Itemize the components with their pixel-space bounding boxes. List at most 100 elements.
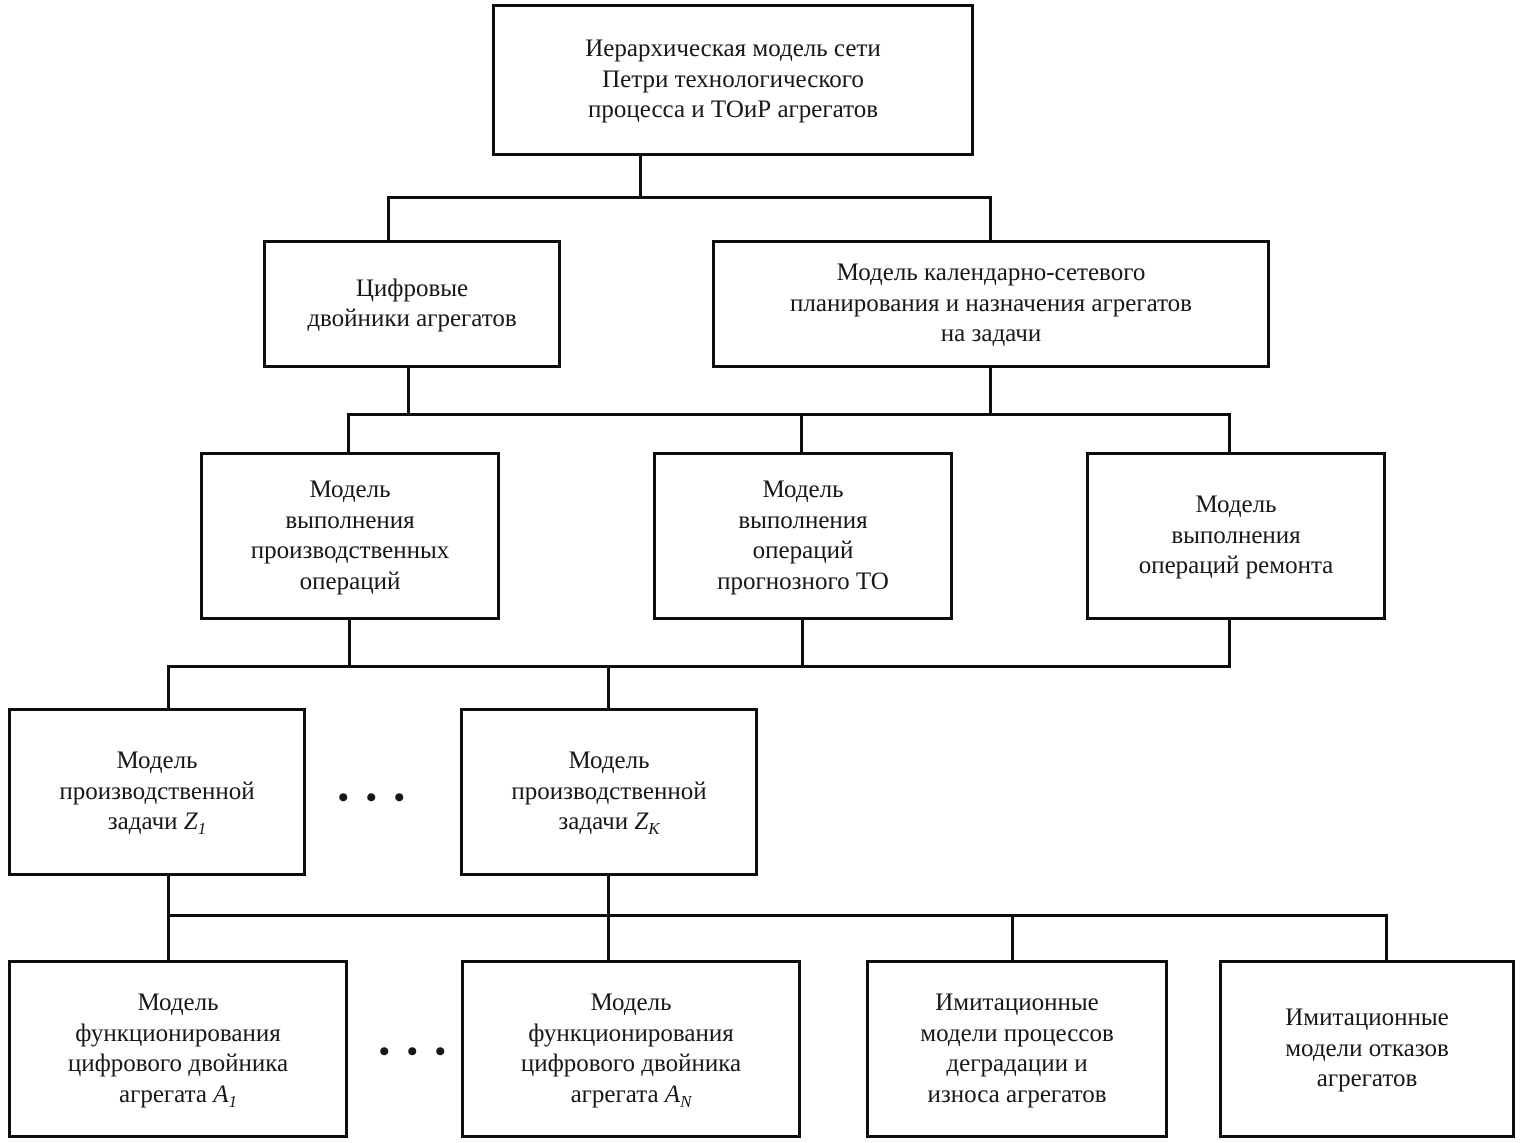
node-twin-a1-prefix: агрегата	[118, 1080, 214, 1108]
ellipsis-level-5: • • •	[379, 1035, 451, 1068]
connector-bus1-to-planning	[989, 196, 992, 242]
connector-bus-level-2-3	[347, 413, 1231, 416]
node-digital-twins-label: Цифровые двойники агрегатов	[274, 274, 550, 335]
node-root-line-3: процесса и ТОиР агрегатов	[587, 96, 879, 124]
connector-repair-operations-down	[1228, 620, 1231, 668]
connector-task-z1-down	[167, 876, 170, 920]
node-task-z1-prefix: задачи	[107, 808, 184, 836]
node-pred-ops-line-1: Модель	[762, 476, 844, 503]
node-failure-line-3: агрегатов	[1316, 1065, 1418, 1093]
node-planning-line-1: Модель календарно-сетевого	[836, 259, 1146, 287]
node-digital-twins-line-1: Цифровые	[355, 274, 469, 302]
node-planning-line-3: на задачи	[940, 320, 1042, 348]
node-digital-twin-an[interactable]: Модель функционирования цифрового двойни…	[461, 960, 801, 1138]
connector-bus2-to-production-operations	[347, 413, 350, 455]
node-calendar-network-planning-label: Модель календарно-сетевого планирования …	[723, 258, 1259, 350]
node-predictive-operations-label: Модель выполнения операций прогнозного Т…	[664, 475, 942, 597]
node-calendar-network-planning[interactable]: Модель календарно-сетевого планирования …	[712, 240, 1270, 368]
node-twin-an-var: A	[664, 1080, 681, 1108]
node-task-z1-sub: 1	[197, 819, 207, 839]
connector-bus3-to-task-zk	[607, 665, 610, 710]
node-failure-line-1: Имитационные	[1285, 1004, 1449, 1032]
node-planning-line-2: планирования и назначения агрегатов	[790, 289, 1192, 317]
node-task-zk-line-3: задачи ZK	[558, 808, 660, 839]
node-degradation-wear-simulation[interactable]: Имитационные модели процессов деградации…	[866, 960, 1168, 1138]
node-twin-a1-line-3: цифрового двойника	[67, 1050, 289, 1077]
node-twin-an-prefix: агрегата	[570, 1080, 665, 1108]
node-production-task-zk[interactable]: Модель производственной задачи ZK	[460, 708, 758, 876]
node-task-zk-line-2: производственной	[511, 777, 707, 805]
node-task-z1-label: Модель производственной задачи Z1	[19, 746, 295, 838]
node-degradation-label: Имитационные модели процессов деградации…	[877, 988, 1157, 1110]
node-prod-ops-line-3: производственных	[250, 537, 450, 564]
connector-bus3-to-task-z1	[167, 665, 170, 710]
node-prod-ops-line-2: выполнения	[285, 506, 415, 534]
node-task-z1-line-2: производственной	[59, 777, 255, 805]
connector-bus-level-1-2	[387, 196, 992, 199]
node-task-zk-line-1: Модель	[568, 747, 650, 775]
node-root-label: Иерархическая модель сети Петри технолог…	[503, 34, 963, 126]
node-pred-ops-line-4: прогнозного ТО	[717, 567, 889, 595]
node-twin-a1-line-1: Модель	[137, 989, 219, 1016]
node-task-zk-label: Модель производственной задачи ZK	[471, 746, 747, 838]
node-production-operations[interactable]: Модель выполнения производственных опера…	[200, 452, 500, 620]
node-twin-an-line-4: агрегата AN	[570, 1080, 692, 1111]
node-predictive-maintenance-operations[interactable]: Модель выполнения операций прогнозного Т…	[653, 452, 953, 620]
ellipsis-level-4: • • •	[338, 781, 410, 814]
node-degradation-line-2: модели процессов	[920, 1019, 1114, 1047]
node-twin-a1-label: Модель функционирования цифрового двойни…	[19, 988, 337, 1110]
node-task-z1-line-3: задачи Z1	[107, 808, 207, 839]
node-task-zk-sub: K	[648, 819, 660, 839]
node-root-line-1: Иерархическая модель сети	[585, 35, 881, 63]
connector-bus-level-4-5	[167, 914, 1388, 917]
node-pred-ops-line-2: выполнения	[738, 506, 868, 534]
node-twin-an-line-3: цифрового двойника	[520, 1050, 742, 1077]
node-degradation-line-4: износа агрегатов	[927, 1080, 1107, 1108]
node-repair-ops-line-1: Модель	[1195, 491, 1277, 519]
node-digital-twin-a1[interactable]: Модель функционирования цифрового двойни…	[8, 960, 348, 1138]
connector-task-zk-down	[607, 876, 610, 920]
connector-bus4-to-degradation	[1011, 914, 1014, 962]
node-root[interactable]: Иерархическая модель сети Петри технолог…	[492, 4, 974, 156]
node-failure-label: Имитационные модели отказов агрегатов	[1230, 1003, 1504, 1095]
node-twin-an-line-2: функционирования	[528, 1019, 734, 1047]
node-digital-twins[interactable]: Цифровые двойники агрегатов	[263, 240, 561, 368]
node-twin-an-sub: N	[680, 1091, 692, 1111]
node-task-z1-line-1: Модель	[116, 747, 198, 775]
node-twin-a1-line-2: функционирования	[75, 1019, 281, 1047]
node-failure-simulation[interactable]: Имитационные модели отказов агрегатов	[1219, 960, 1515, 1138]
connector-bus4-to-failures	[1385, 914, 1388, 962]
node-pred-ops-line-3: операций	[752, 537, 854, 564]
node-prod-ops-line-1: Модель	[309, 476, 391, 503]
connector-predictive-operations-down	[801, 620, 804, 668]
node-task-zk-var: Z	[634, 808, 649, 836]
node-twin-an-label: Модель функционирования цифрового двойни…	[472, 988, 790, 1110]
connector-bus2-to-repair-operations	[1228, 413, 1231, 455]
connector-bus2-to-predictive-operations	[800, 413, 803, 455]
node-task-zk-prefix: задачи	[558, 808, 635, 836]
node-production-operations-label: Модель выполнения производственных опера…	[211, 475, 489, 597]
node-twin-a1-sub: 1	[228, 1091, 238, 1111]
node-repair-ops-line-3: операций ремонта	[1138, 552, 1334, 580]
node-degradation-line-3: деградации и	[946, 1050, 1088, 1077]
node-digital-twins-line-2: двойники агрегатов	[307, 305, 517, 332]
node-twin-an-line-1: Модель	[590, 989, 672, 1016]
connector-bus4-to-twin-an	[607, 914, 610, 962]
connector-bus1-to-digital-twins	[387, 196, 390, 242]
node-degradation-line-1: Имитационные	[935, 989, 1099, 1016]
connector-planning-down	[989, 368, 992, 416]
node-prod-ops-line-4: операций	[299, 567, 401, 595]
connector-root-down	[639, 156, 642, 199]
node-twin-a1-line-4: агрегата A1	[118, 1080, 238, 1111]
node-repair-ops-line-2: выполнения	[1171, 521, 1301, 549]
node-production-task-z1[interactable]: Модель производственной задачи Z1	[8, 708, 306, 876]
node-repair-operations-label: Модель выполнения операций ремонта	[1097, 490, 1375, 582]
node-failure-line-2: модели отказов	[1285, 1034, 1449, 1062]
connector-bus4-to-twin-a1	[167, 914, 170, 962]
node-root-line-2: Петри технологического	[602, 65, 864, 93]
node-repair-operations[interactable]: Модель выполнения операций ремонта	[1086, 452, 1386, 620]
connector-bus-level-3-4	[167, 665, 1231, 668]
node-task-z1-var: Z	[183, 808, 198, 836]
connector-production-operations-down	[348, 620, 351, 668]
